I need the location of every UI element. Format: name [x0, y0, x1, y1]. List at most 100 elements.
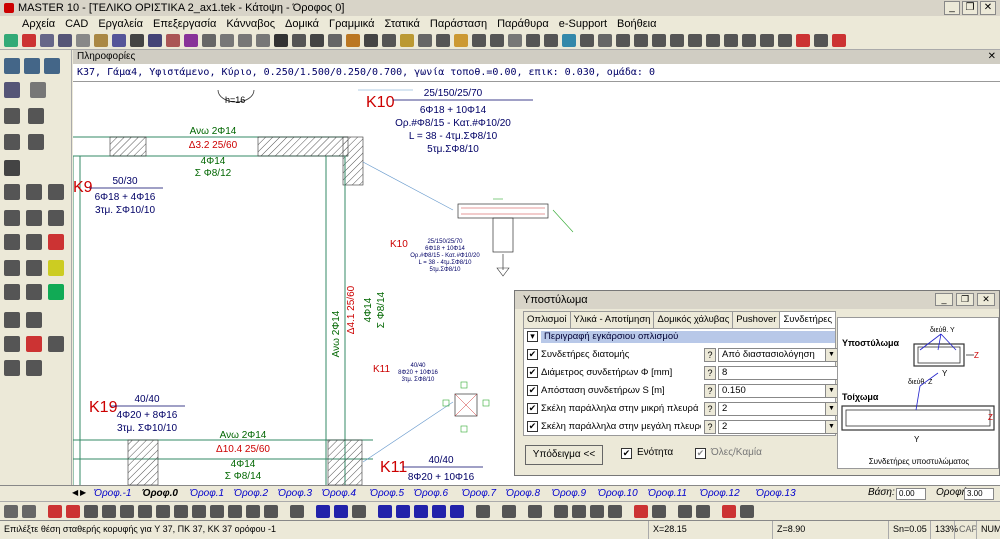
floor-tab-10[interactable]: Όροφ.10: [598, 488, 638, 499]
results-icon[interactable]: [598, 34, 612, 47]
redo-icon[interactable]: [22, 505, 36, 518]
snap-node-icon[interactable]: [102, 505, 116, 518]
row-stirrup-diameter-input[interactable]: 8: [718, 366, 838, 380]
plan-icon[interactable]: [634, 34, 648, 47]
dialog-maximize-button[interactable]: ❐: [956, 293, 974, 306]
snap-midpoint-icon[interactable]: [66, 505, 80, 518]
rebar-check-icon[interactable]: [796, 34, 810, 47]
floor-tab-8[interactable]: Όροφ.8: [506, 488, 541, 499]
tab-scroll-right-icon[interactable]: ▶: [80, 488, 87, 497]
color-icon[interactable]: [722, 505, 736, 518]
arc-icon[interactable]: [256, 34, 270, 47]
copy-tool-icon[interactable]: [26, 234, 42, 250]
menu-windows[interactable]: Παράθυρα: [497, 18, 549, 30]
dropper2-icon[interactable]: [26, 336, 42, 352]
grid-tool-icon[interactable]: [26, 260, 42, 276]
beam-icon[interactable]: [418, 34, 432, 47]
snap-tangent-icon[interactable]: [210, 505, 224, 518]
load-icon[interactable]: [526, 34, 540, 47]
filter-d-icon[interactable]: [432, 505, 446, 518]
wall-tool-icon[interactable]: [4, 234, 20, 250]
mouse-icon[interactable]: [502, 505, 516, 518]
row-stirrup-spacing-help-button[interactable]: ?: [704, 384, 716, 398]
minimize-button[interactable]: _: [944, 1, 960, 15]
drawing-icon[interactable]: [616, 34, 630, 47]
row-legs-vy-select[interactable]: 2▼: [718, 402, 838, 416]
column-tool-icon[interactable]: [30, 82, 46, 98]
opening-icon[interactable]: [490, 34, 504, 47]
row-stirrup-diameter-check[interactable]: ✔: [527, 367, 538, 378]
menu-tools[interactable]: Εργαλεία: [98, 18, 143, 30]
open-icon[interactable]: [22, 34, 36, 47]
floor-tab-9[interactable]: Όροφ.9: [552, 488, 587, 499]
footing-edit-icon[interactable]: [26, 210, 42, 226]
measure-angle-icon[interactable]: [652, 505, 666, 518]
foundation-icon[interactable]: [454, 34, 468, 47]
bracket-tool-icon[interactable]: [26, 284, 42, 300]
filter-a-icon[interactable]: [378, 505, 392, 518]
line-icon[interactable]: [202, 34, 216, 47]
print-icon[interactable]: [76, 34, 90, 47]
dialog-title-bar[interactable]: Υποστύλωμα _ ❐ ✕: [515, 291, 999, 309]
menu-esupport[interactable]: e-Support: [558, 18, 608, 30]
menu-structural[interactable]: Δομικά: [285, 18, 320, 30]
paste-icon[interactable]: [94, 34, 108, 47]
menu-help[interactable]: Βοήθεια: [617, 18, 657, 30]
new-icon[interactable]: [4, 34, 18, 47]
probe2-icon[interactable]: [26, 360, 42, 376]
polyline-icon[interactable]: [220, 34, 234, 47]
measure-icon[interactable]: [48, 336, 64, 352]
dialog-close-button[interactable]: ✕: [977, 293, 995, 306]
label-tool-icon[interactable]: [48, 234, 64, 250]
floor-tab-12[interactable]: Όροφ.12: [700, 488, 740, 499]
pan-icon[interactable]: [528, 505, 542, 518]
tab-scroll-left-icon[interactable]: ◀: [72, 488, 79, 497]
column-icon[interactable]: [400, 34, 414, 47]
close-button[interactable]: ✕: [980, 1, 996, 15]
floor-tab-1[interactable]: Όροφ.1: [190, 488, 225, 499]
snap-grid-icon[interactable]: [264, 505, 278, 518]
view-window-icon[interactable]: [334, 505, 348, 518]
chevron-down-icon[interactable]: ▼: [825, 385, 837, 397]
redraw-icon[interactable]: [678, 505, 692, 518]
floor-tab-13[interactable]: Όροφ.13: [756, 488, 796, 499]
snap-parallel-icon[interactable]: [246, 505, 260, 518]
floor-tab-11[interactable]: Όροφ.11: [648, 488, 687, 499]
tab-materials[interactable]: Υλικά - Αποτίμηση: [569, 311, 655, 328]
unity-checkbox[interactable]: ✔: [621, 448, 632, 459]
slab-load-icon[interactable]: [48, 184, 64, 200]
node-icon[interactable]: [4, 58, 20, 74]
quantities-icon[interactable]: [778, 34, 792, 47]
chevron-down-icon[interactable]: ▼: [825, 421, 837, 433]
regen-icon[interactable]: [696, 505, 710, 518]
measure-dist-icon[interactable]: [634, 505, 648, 518]
snap-insert-icon[interactable]: [174, 505, 188, 518]
floor-tab-5[interactable]: Όροφ.5: [370, 488, 405, 499]
dimension-icon[interactable]: [292, 34, 306, 47]
menu-linear[interactable]: Γραμμικά: [329, 18, 375, 30]
joint-icon[interactable]: [508, 34, 522, 47]
menu-files[interactable]: Αρχεία: [22, 18, 56, 30]
menu-static[interactable]: Στατικά: [384, 18, 420, 30]
pencil-icon[interactable]: [130, 34, 144, 47]
brush-icon[interactable]: [4, 160, 20, 176]
filter-e-icon[interactable]: [450, 505, 464, 518]
undo-icon[interactable]: [4, 505, 18, 518]
k11-section-detail[interactable]: [442, 381, 490, 433]
row-stirrup-spacing-check[interactable]: ✔: [527, 385, 538, 396]
bar-tool-icon[interactable]: [4, 284, 20, 300]
stirrup-icon[interactable]: [706, 34, 720, 47]
row-legs-vz-select[interactable]: 2▼: [718, 420, 838, 434]
dialog-minimize-button[interactable]: _: [935, 293, 953, 306]
snap-center-icon[interactable]: [84, 505, 98, 518]
ortho-icon[interactable]: [290, 505, 304, 518]
roof-input[interactable]: 3.00: [964, 488, 994, 500]
analysis-icon[interactable]: [580, 34, 594, 47]
eraser-icon[interactable]: [4, 82, 20, 98]
pick2-tool-icon[interactable]: [26, 312, 42, 328]
pen-tool-icon[interactable]: [48, 260, 64, 276]
floor-tab-3[interactable]: Όροφ.3: [278, 488, 313, 499]
table-icon[interactable]: [112, 34, 126, 47]
import-icon[interactable]: [760, 34, 774, 47]
zoom-all-icon[interactable]: [608, 505, 622, 518]
